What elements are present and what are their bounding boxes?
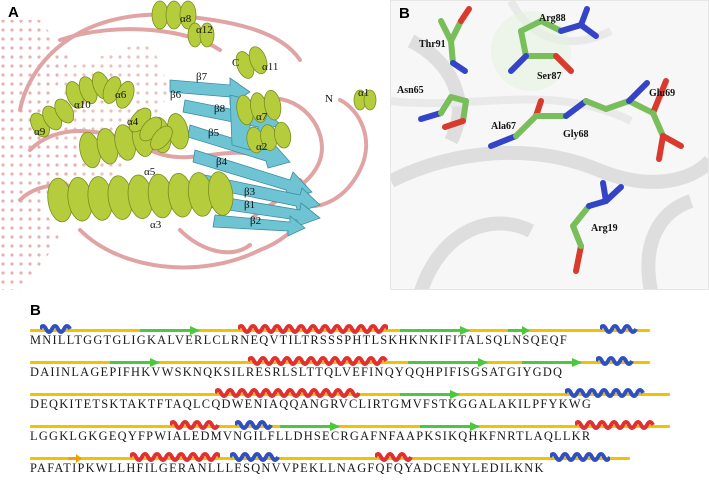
helix-label: α8 <box>180 13 192 25</box>
sequence-row: PAFATIPKWLLHFILGERANLLLESQNVVPEKLLNAGFQF… <box>30 448 690 482</box>
active-site-view: Thr91 Arg88 Ser87 Asn65 Ala67 Gly68 Glu6… <box>391 1 708 289</box>
residue-labels: Thr91 Arg88 Ser87 Asn65 Ala67 Gly68 Glu6… <box>397 13 675 234</box>
sequence-text: LGGKLGKGEQYFPWIALEDMVNGILFLLDHSECRGAFNFA… <box>30 429 592 443</box>
panel-c-sequence: B MNILLTGGTGLIGKALVERLCLRNEQVTILTRSSSPHT… <box>0 300 709 475</box>
helix-label: α10 <box>74 99 91 111</box>
helix-label: α2 <box>256 141 267 153</box>
residue-sticks <box>418 6 684 274</box>
strand-arrow <box>140 326 200 335</box>
helix-310-mark <box>596 356 634 366</box>
panel-c-letter: B <box>30 302 41 319</box>
coil-bar <box>30 425 670 428</box>
helix-alpha-mark <box>215 388 360 398</box>
strand-label: β1 <box>244 199 255 211</box>
coil-bar <box>30 393 670 396</box>
strand-arrow <box>508 326 530 335</box>
helix-310-mark <box>230 452 280 462</box>
helix-label: α12 <box>196 24 213 36</box>
helix-alpha-mark <box>238 324 388 334</box>
sequence-row: MNILLTGGTGLIGKALVERLCLRNEQVTILTRSSSPHTLS… <box>30 320 690 354</box>
residue-label: Arg88 <box>539 13 566 24</box>
structure-labels: N C α1 α2 α3 α4 α5 α6 α7 α8 α9 α10 α11 α… <box>34 13 369 231</box>
helix-label: α4 <box>127 116 139 128</box>
coil-bar <box>30 457 630 460</box>
helix-alpha-mark <box>575 420 655 430</box>
background-cartoon <box>391 34 708 289</box>
strand-label: β2 <box>250 215 261 227</box>
helix-label: α6 <box>115 89 127 101</box>
strand-label: β8 <box>214 103 226 115</box>
helix-310-mark <box>565 388 645 398</box>
helix-label: α9 <box>34 126 46 138</box>
helix-310-mark <box>235 420 273 430</box>
panel-a-structure: A <box>0 0 380 290</box>
sequence-row: DAIINLAGEPIFHKVWSKNQKSILRESRLSLTTQLVEFIN… <box>30 352 690 386</box>
strand-arrow <box>280 422 340 431</box>
helix-label: α1 <box>358 87 369 99</box>
helix-alpha-mark <box>375 452 413 462</box>
strand-arrow <box>400 326 470 335</box>
strand-label: β4 <box>216 156 228 168</box>
c-terminus-label: C <box>232 57 239 69</box>
residue-label: Glu69 <box>649 88 675 99</box>
sequence-text: MNILLTGGTGLIGKALVERLCLRNEQVTILTRSSSPHTLS… <box>30 333 568 347</box>
n-terminus-label: N <box>325 93 333 105</box>
helix-310-mark <box>550 452 610 462</box>
helix-310-mark <box>600 324 638 334</box>
panel-a-letter: A <box>8 4 19 21</box>
residue-label: Arg19 <box>591 223 618 234</box>
strand-label: β3 <box>244 186 256 198</box>
strand-arrow <box>522 358 582 367</box>
strand-arrow <box>408 358 488 367</box>
helix-label: α5 <box>144 166 156 178</box>
panel-b-letter: B <box>399 5 410 22</box>
beta-sheet <box>169 77 321 237</box>
strand-arrow <box>400 390 460 399</box>
residue-label: Thr91 <box>419 39 446 50</box>
panel-b-active-site: Thr91 Arg88 Ser87 Asn65 Ala67 Gly68 Glu6… <box>390 0 709 290</box>
strand-label: β5 <box>208 127 220 139</box>
alpha-helices <box>30 0 377 223</box>
sequence-text: DAIINLAGEPIFHKVWSKNQKSILRESRLSLTTQLVEFIN… <box>30 365 564 379</box>
strand-label: β7 <box>196 71 208 83</box>
helix-label: α3 <box>150 219 162 231</box>
helix-alpha-mark <box>170 420 220 430</box>
helix-alpha-mark <box>248 356 388 366</box>
residue-label: Asn65 <box>397 85 424 96</box>
sequence-row: DEQKITETSKTAKTFTAQLCQDWENIAQQANGRVCLIRTG… <box>30 384 690 418</box>
strand-label: β6 <box>170 89 182 101</box>
sequence-row: LGGKLGKGEQYFPWIALEDMVNGILFLLDHSECRGAFNFA… <box>30 416 690 450</box>
residue-label: Gly68 <box>563 129 589 140</box>
strand-arrow <box>68 454 82 463</box>
ribbon-diagram: N C α1 α2 α3 α4 α5 α6 α7 α8 α9 α10 α11 α… <box>0 0 377 290</box>
strand-arrow <box>420 422 480 431</box>
residue-label: Ser87 <box>537 71 561 82</box>
helix-label: α7 <box>256 111 268 123</box>
residue-label: Ala67 <box>491 121 516 132</box>
dot-lattice <box>0 20 90 290</box>
strand-arrow <box>110 358 160 367</box>
helix-label: α11 <box>262 61 278 73</box>
sequence-text: DEQKITETSKTAKTFTAQLCQDWENIAQQANGRVCLIRTG… <box>30 397 593 411</box>
helix-310-mark <box>40 324 72 334</box>
helix-alpha-mark <box>130 452 220 462</box>
sequence-text: PAFATIPKWLLHFILGERANLLLESQNVVPEKLLNAGFQF… <box>30 461 545 475</box>
